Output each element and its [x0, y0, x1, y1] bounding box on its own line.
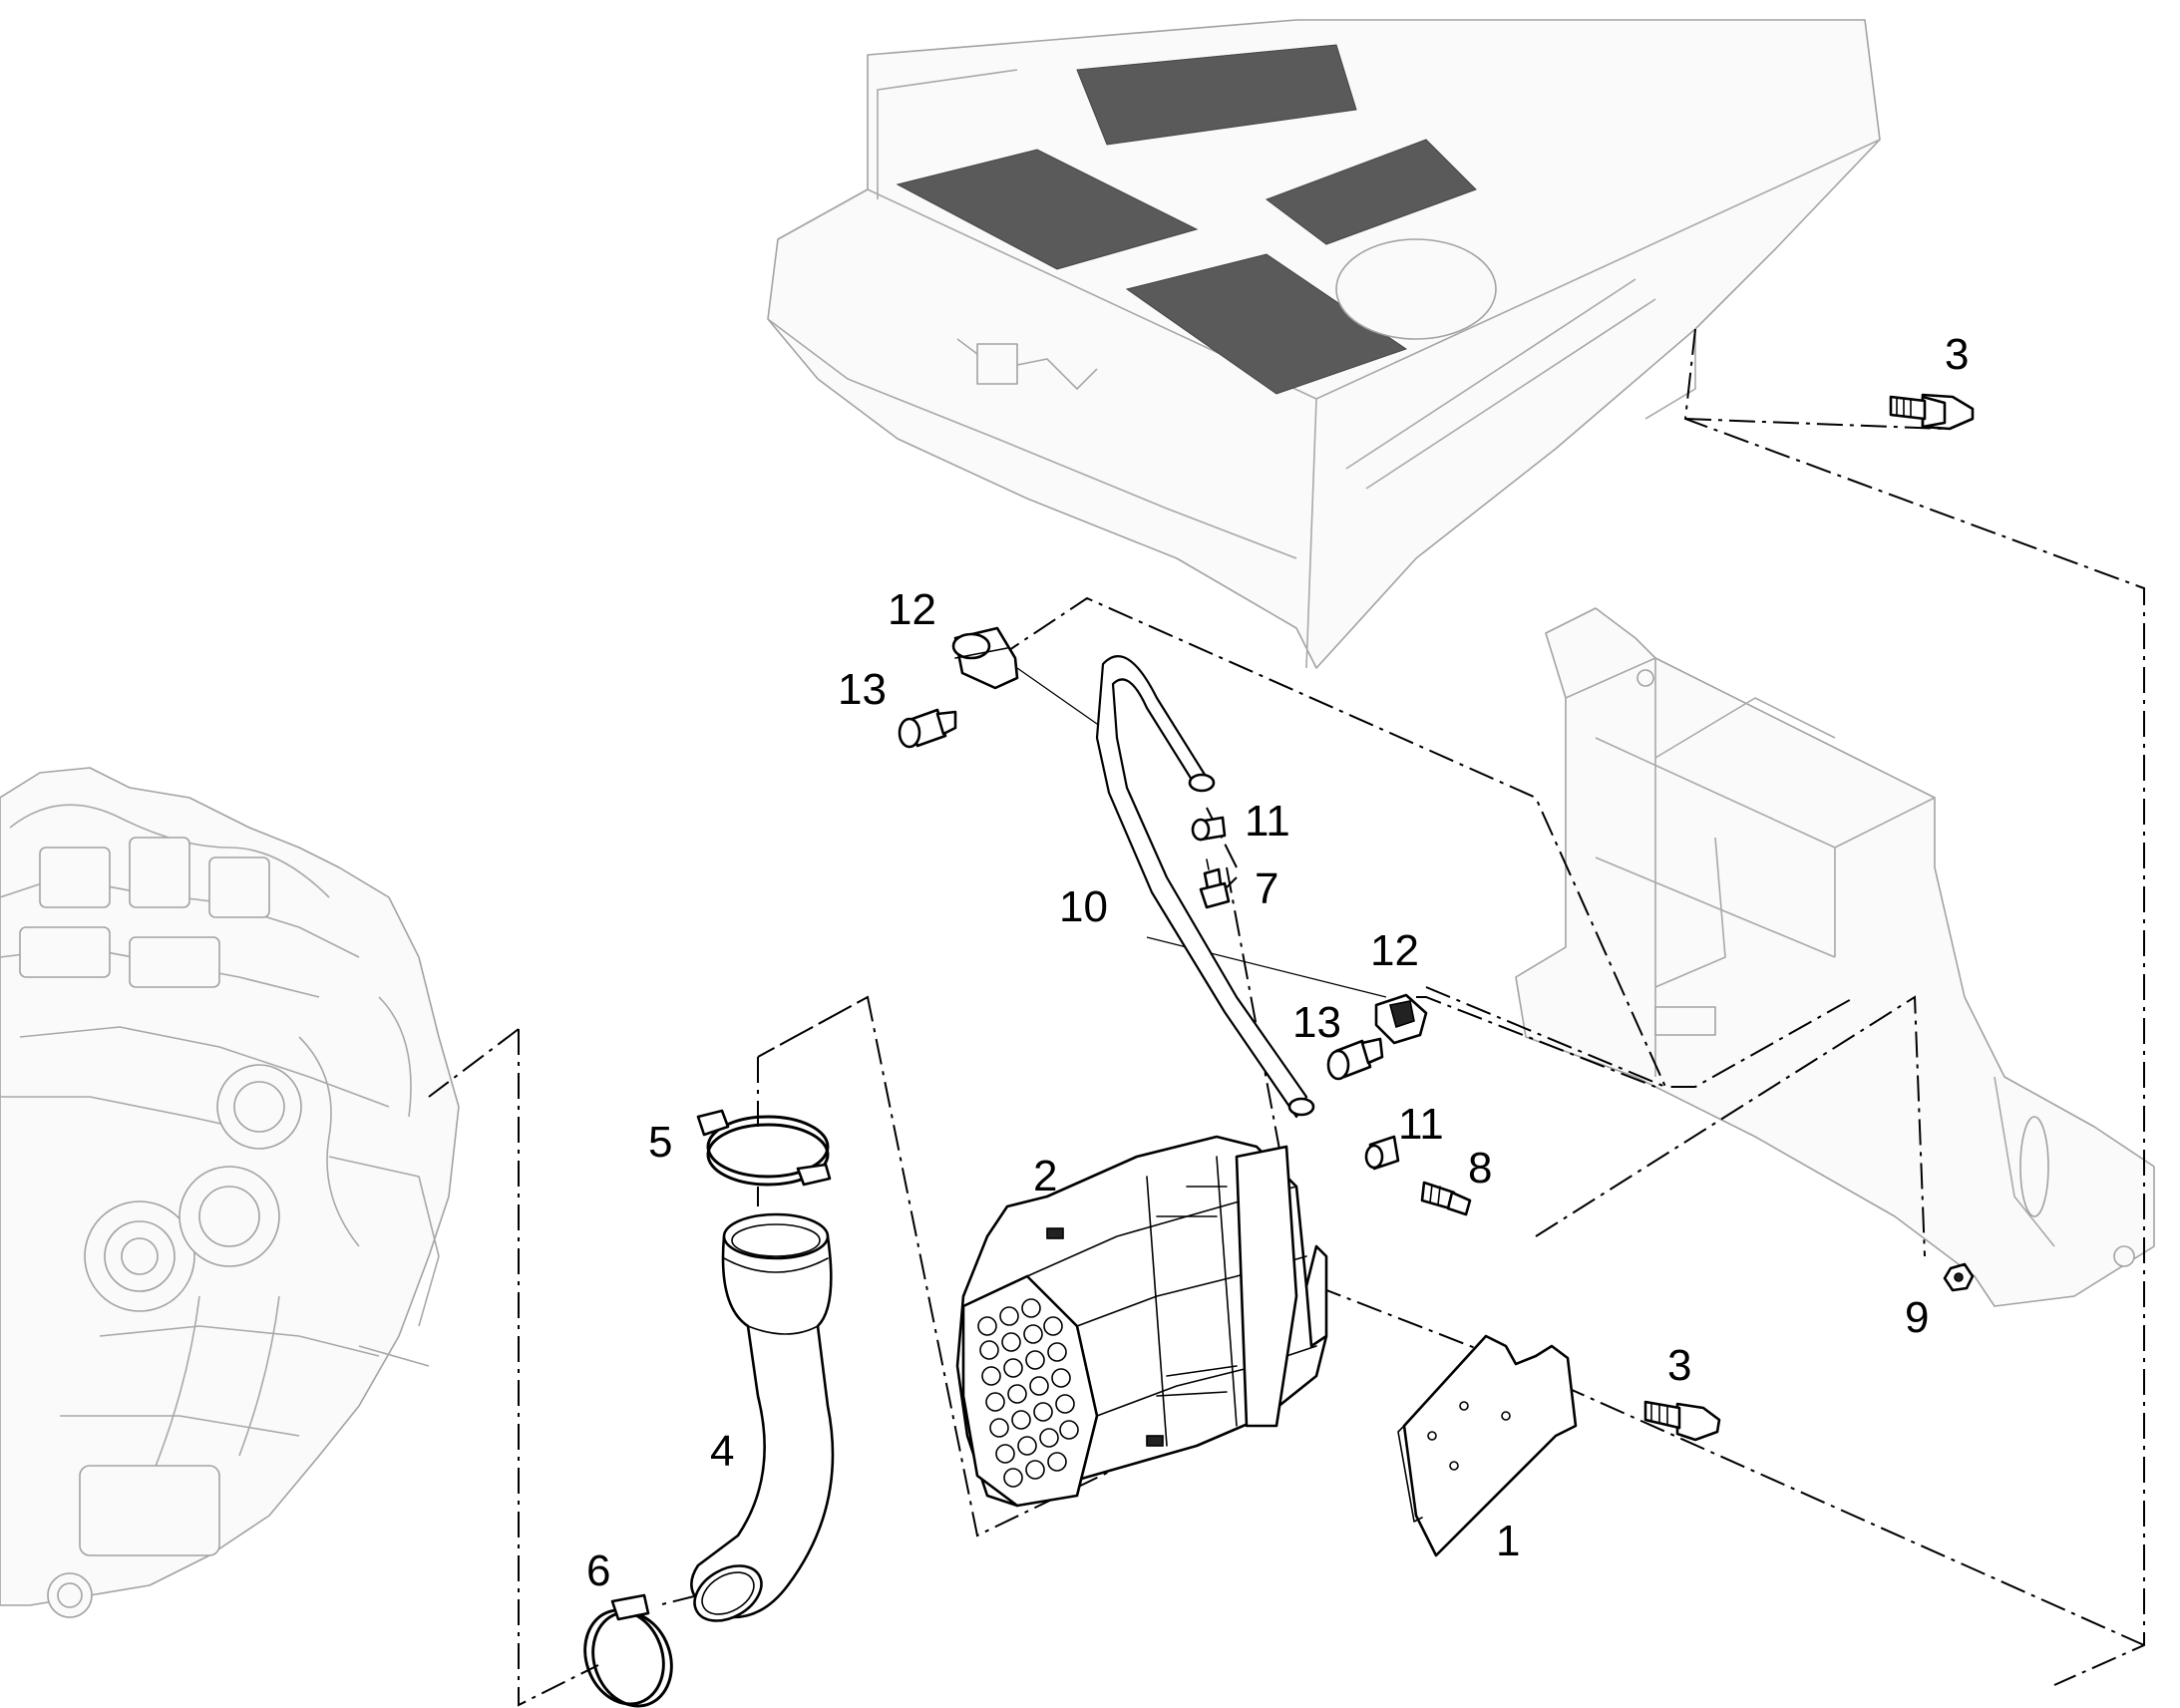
nut-part-9 [1943, 1262, 1975, 1292]
callout-9: 9 [1905, 1293, 1929, 1342]
mounting-plate-part-1 [1397, 1334, 1578, 1557]
hose-clip-part-11-upper [1191, 816, 1227, 842]
callout-12-lower: 12 [1370, 926, 1419, 975]
elbow-hose-part-4 [690, 1212, 835, 1622]
clamp-part-12-upper [951, 626, 1019, 690]
hose-clamp-part-6 [583, 1593, 673, 1708]
callout-8: 8 [1468, 1144, 1492, 1193]
exhaust-canister-part-2 [955, 1135, 1328, 1508]
callout-10: 10 [1059, 882, 1108, 931]
fitting-part-8 [1420, 1181, 1472, 1216]
callout-12-upper: 12 [888, 585, 936, 634]
bolt-part-3-upper [1889, 393, 1975, 431]
callout-13-lower: 13 [1292, 998, 1341, 1047]
callout-11-lower: 11 [1398, 1100, 1444, 1149]
assembly-centerlines [428, 328, 2145, 1707]
hose-part-10 [1095, 655, 1315, 1119]
canister-cell-grid [977, 1298, 1079, 1488]
callout-3-upper: 3 [1945, 330, 1969, 379]
callout-4: 4 [710, 1427, 734, 1476]
fitting-part-7 [1199, 858, 1231, 909]
callout-3-lower: 3 [1667, 1341, 1691, 1390]
callout-5: 5 [648, 1118, 672, 1167]
callout-1: 1 [1496, 1517, 1520, 1565]
top-frame-panel [767, 19, 1881, 669]
callout-11-upper: 11 [1245, 797, 1290, 846]
clamp-part-12-lower [1374, 993, 1428, 1045]
screw-part-13-upper [898, 708, 957, 749]
callout-13-upper: 13 [838, 665, 887, 714]
callout-7: 7 [1255, 864, 1278, 913]
screw-part-13-lower [1326, 1037, 1384, 1081]
callout-labels: 3 12 13 11 7 10 12 13 11 8 5 2 9 3 4 1 6 [586, 330, 1969, 1595]
hose-clamp-part-5 [696, 1109, 832, 1187]
bolt-part-3-lower [1643, 1400, 1721, 1442]
callout-2: 2 [1033, 1152, 1057, 1200]
hose-clip-part-11-lower [1364, 1135, 1400, 1171]
right-bracket-frame [1515, 607, 2155, 1307]
callout-6: 6 [586, 1546, 610, 1595]
engine-assembly [0, 767, 460, 1618]
